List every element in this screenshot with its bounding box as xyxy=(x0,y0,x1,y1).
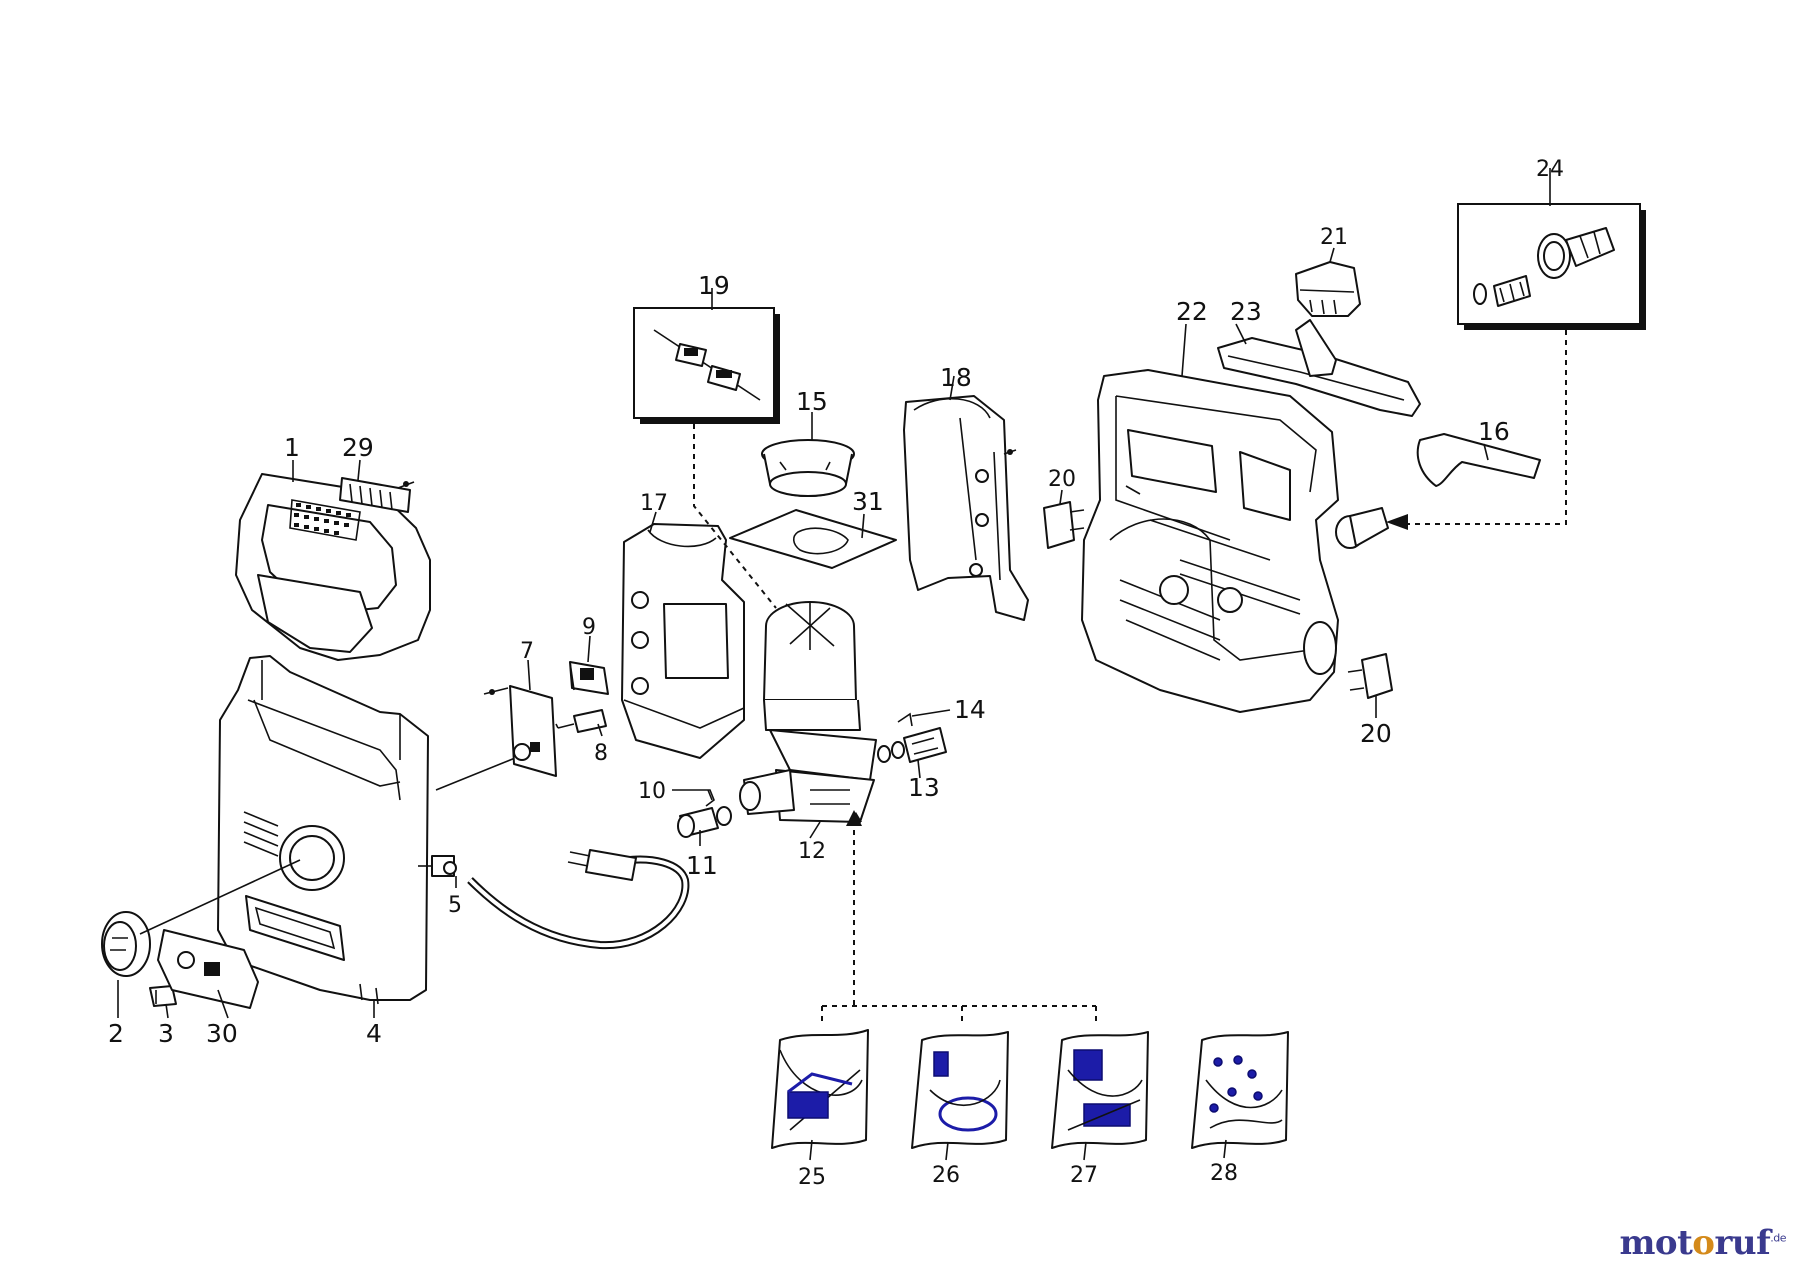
callout-21: 21 xyxy=(1320,225,1348,250)
callout-25: 25 xyxy=(798,1165,826,1190)
leader-19-dashed xyxy=(693,424,777,609)
part-24-fitted-coupling xyxy=(1335,507,1389,549)
part-31-gasket xyxy=(729,509,897,569)
part-20-clip-bottom xyxy=(1347,653,1393,699)
callout-17: 17 xyxy=(640,491,668,516)
part-21-cap xyxy=(1295,261,1361,317)
leader-12-to-kits xyxy=(821,830,1097,1022)
callout-24: 24 xyxy=(1536,157,1564,182)
part-24-connector-box xyxy=(1457,203,1646,330)
callout-19: 19 xyxy=(698,271,730,300)
callout-10: 10 xyxy=(638,779,666,804)
watermark-part-3: ruf xyxy=(1714,1223,1771,1263)
part-2-knob xyxy=(101,911,151,977)
callout-9: 9 xyxy=(582,615,596,640)
part-1-handle-cover xyxy=(235,473,431,661)
part-19-carbon-brushes-box xyxy=(633,307,780,424)
part-30-switch-plate xyxy=(157,929,259,1009)
callout-22: 22 xyxy=(1176,297,1208,326)
part-20-clip-top xyxy=(1043,501,1085,549)
leader-housing-to-7 xyxy=(435,755,521,791)
part-17-motor-frame xyxy=(621,523,745,759)
part-18-bracket xyxy=(903,395,1029,621)
part-8-capacitor xyxy=(555,709,607,733)
callout-23: 23 xyxy=(1230,297,1262,326)
callout-5: 5 xyxy=(448,893,462,918)
motoruf-watermark: motoruf.de xyxy=(1619,1223,1786,1263)
callout-31: 31 xyxy=(852,487,884,516)
callout-13: 13 xyxy=(908,773,940,802)
part-15-ring xyxy=(761,439,855,497)
watermark-part-1: mot xyxy=(1619,1223,1693,1263)
part-22-chassis xyxy=(1081,369,1339,713)
callout-2: 2 xyxy=(108,1019,124,1048)
part-25-kit-bag xyxy=(771,1029,869,1149)
callout-4: 4 xyxy=(366,1019,382,1048)
part-11-inlet xyxy=(677,806,732,838)
part-9-switch-block xyxy=(569,661,609,695)
callout-30: 30 xyxy=(206,1019,238,1048)
callout-3: 3 xyxy=(158,1019,174,1048)
leader-24-dashed xyxy=(1408,330,1567,525)
callout-15: 15 xyxy=(796,387,828,416)
part-4-front-housing xyxy=(217,655,429,1005)
part-10-clip xyxy=(672,789,715,807)
callout-18: 18 xyxy=(940,363,972,392)
part-28-kit-bag xyxy=(1191,1031,1289,1149)
part-5-power-cable xyxy=(418,849,690,950)
callout-1: 1 xyxy=(284,433,300,462)
callout-7: 7 xyxy=(520,639,534,664)
callout-29: 29 xyxy=(342,433,374,462)
part-13-outlet-coupling xyxy=(877,727,947,763)
part-3-clip xyxy=(149,985,177,1007)
part-27-kit-bag xyxy=(1051,1031,1149,1149)
watermark-suffix: .de xyxy=(1770,1231,1786,1245)
callout-16: 16 xyxy=(1478,417,1510,446)
callout-8: 8 xyxy=(594,741,608,766)
callout-20-top: 20 xyxy=(1048,467,1076,492)
callout-27: 27 xyxy=(1070,1163,1098,1188)
callout-14: 14 xyxy=(954,695,986,724)
callout-26: 26 xyxy=(932,1163,960,1188)
callout-28: 28 xyxy=(1210,1161,1238,1186)
callout-12: 12 xyxy=(798,839,826,864)
part-26-kit-bag xyxy=(911,1031,1009,1149)
part-12-motor-pump xyxy=(739,601,877,823)
part-14-clip xyxy=(897,709,951,727)
watermark-part-2: o xyxy=(1692,1223,1715,1263)
label-leaders xyxy=(117,168,1551,1161)
callout-20-bottom: 20 xyxy=(1360,719,1392,748)
part-16-strap xyxy=(1416,433,1541,487)
callout-11: 11 xyxy=(686,851,718,880)
part-23-handle-bar xyxy=(1217,319,1421,417)
part-29-grille xyxy=(339,477,415,513)
part-7-circuit-board xyxy=(483,685,557,777)
leader-2-to-housing xyxy=(139,859,301,935)
